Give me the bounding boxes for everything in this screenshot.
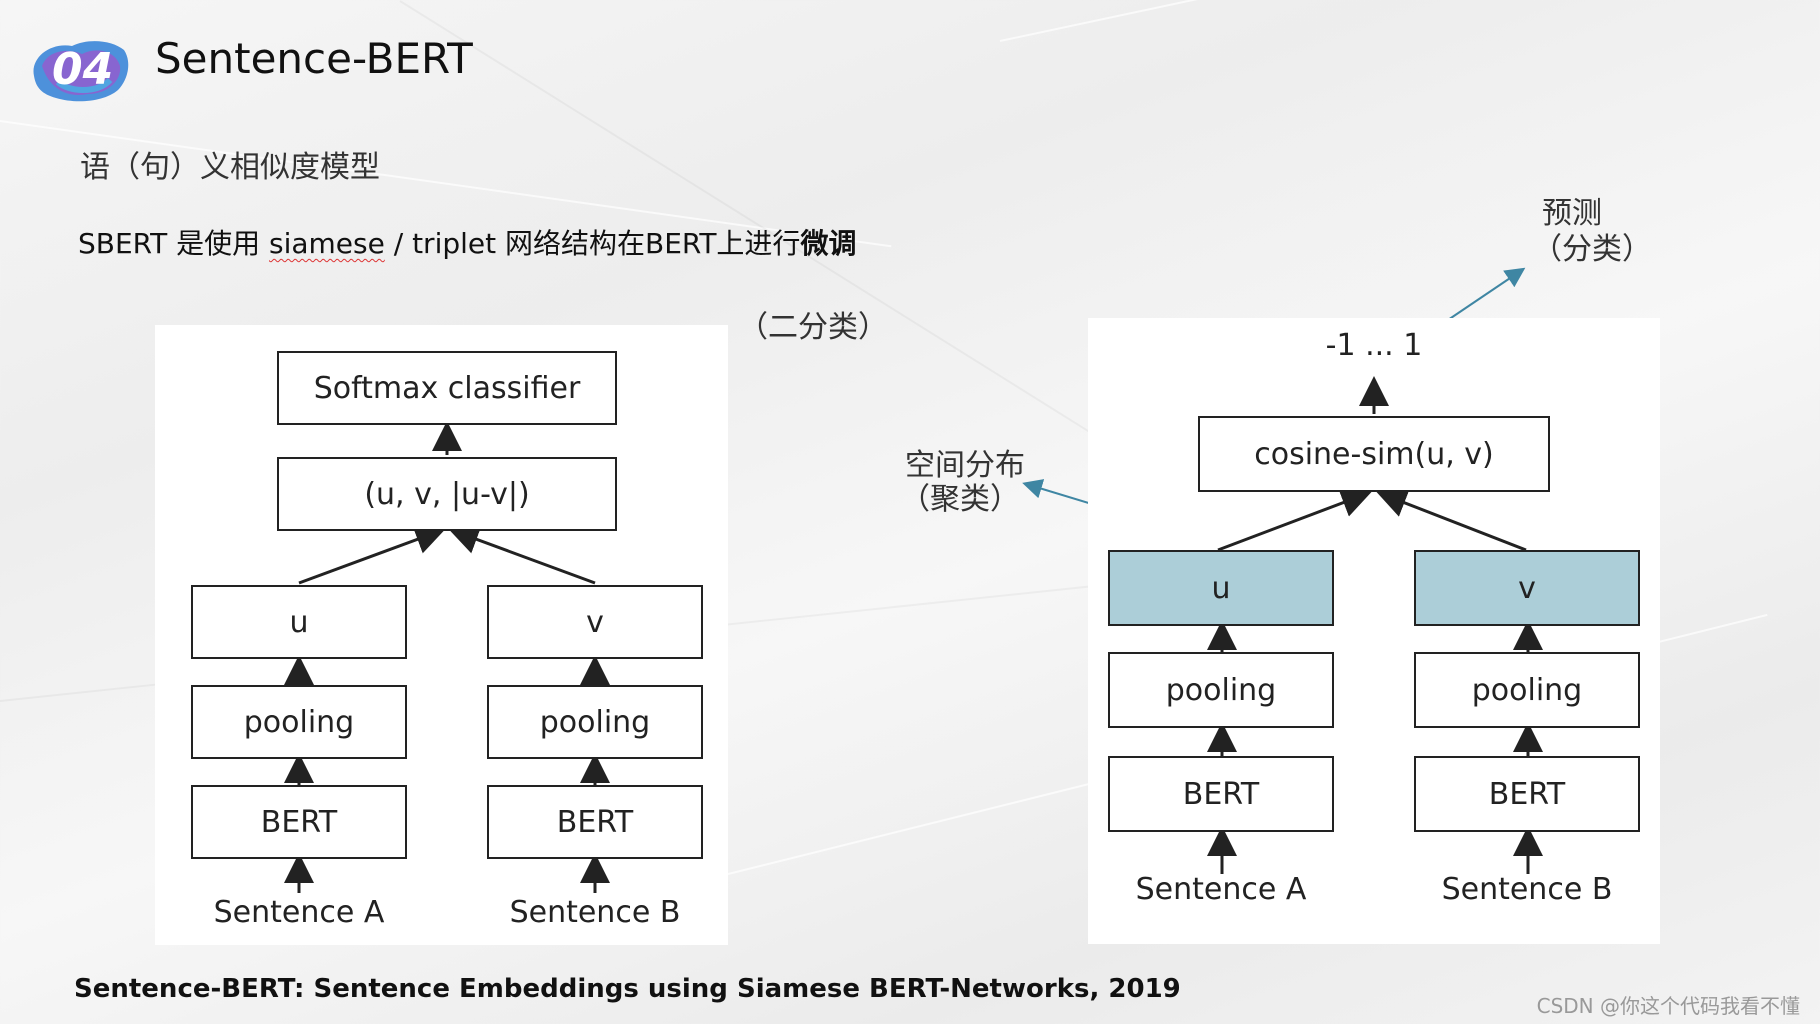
right-diagram-panel: -1 ... 1 cosine-sim(u, v) u v pooling po…	[1088, 318, 1660, 944]
right-diagram-arrows	[1207, 376, 1543, 874]
description-siamese: siamese	[269, 227, 385, 260]
sentence-b-label: Sentence B	[1441, 872, 1613, 907]
watermark: CSDN @你这个代码我看不懂	[1536, 994, 1800, 1018]
description: SBERT 是使用 siamese / triplet 网络结构在BERT上进行…	[78, 222, 856, 262]
u-box-highlighted: u	[1108, 550, 1334, 626]
bert-box-b: BERT	[1414, 756, 1640, 832]
pooling-box-b: pooling	[1414, 652, 1640, 728]
section-badge: 04	[28, 36, 132, 106]
left-diagram-panel: Softmax classifier (u, v, |u-v|) u v poo…	[155, 325, 728, 945]
output-range-label: -1 ... 1	[1325, 328, 1423, 363]
left-diagram-arrows	[284, 421, 610, 893]
predict-arrow	[1441, 267, 1526, 325]
badge-number: 04	[52, 44, 114, 95]
predict-note-line2: （分类）	[1532, 232, 1652, 267]
binary-classification-note: （二分类）	[738, 310, 888, 345]
bert-box-b: BERT	[487, 785, 703, 859]
sentence-a-label: Sentence A	[1135, 872, 1307, 907]
concat-box: (u, v, |u-v|)	[277, 457, 617, 531]
description-prefix: SBERT 是使用	[78, 227, 269, 260]
sentence-b-label: Sentence B	[509, 895, 681, 930]
page-title: Sentence-BERT	[155, 34, 473, 83]
pooling-box-b: pooling	[487, 685, 703, 759]
citation-footer: Sentence-BERT: Sentence Embeddings using…	[74, 974, 1181, 1004]
cosine-sim-box: cosine-sim(u, v)	[1198, 416, 1550, 492]
subtitle: 语（句）义相似度模型	[80, 150, 380, 185]
bert-box-a: BERT	[1108, 756, 1334, 832]
sentence-a-label: Sentence A	[213, 895, 385, 930]
pooling-box-a: pooling	[191, 685, 407, 759]
bert-box-a: BERT	[191, 785, 407, 859]
description-emphasis: 微调	[800, 227, 857, 260]
v-box-highlighted: v	[1414, 550, 1640, 626]
space-note-line1: 空间分布	[905, 448, 1025, 483]
u-box: u	[191, 585, 407, 659]
v-box: v	[487, 585, 703, 659]
space-note-line2: （聚类）	[900, 482, 1020, 517]
pooling-box-a: pooling	[1108, 652, 1334, 728]
description-middle: / triplet 网络结构在BERT上进行	[384, 227, 801, 260]
predict-note-line1: 预测	[1542, 196, 1602, 231]
softmax-classifier-box: Softmax classifier	[277, 351, 617, 425]
